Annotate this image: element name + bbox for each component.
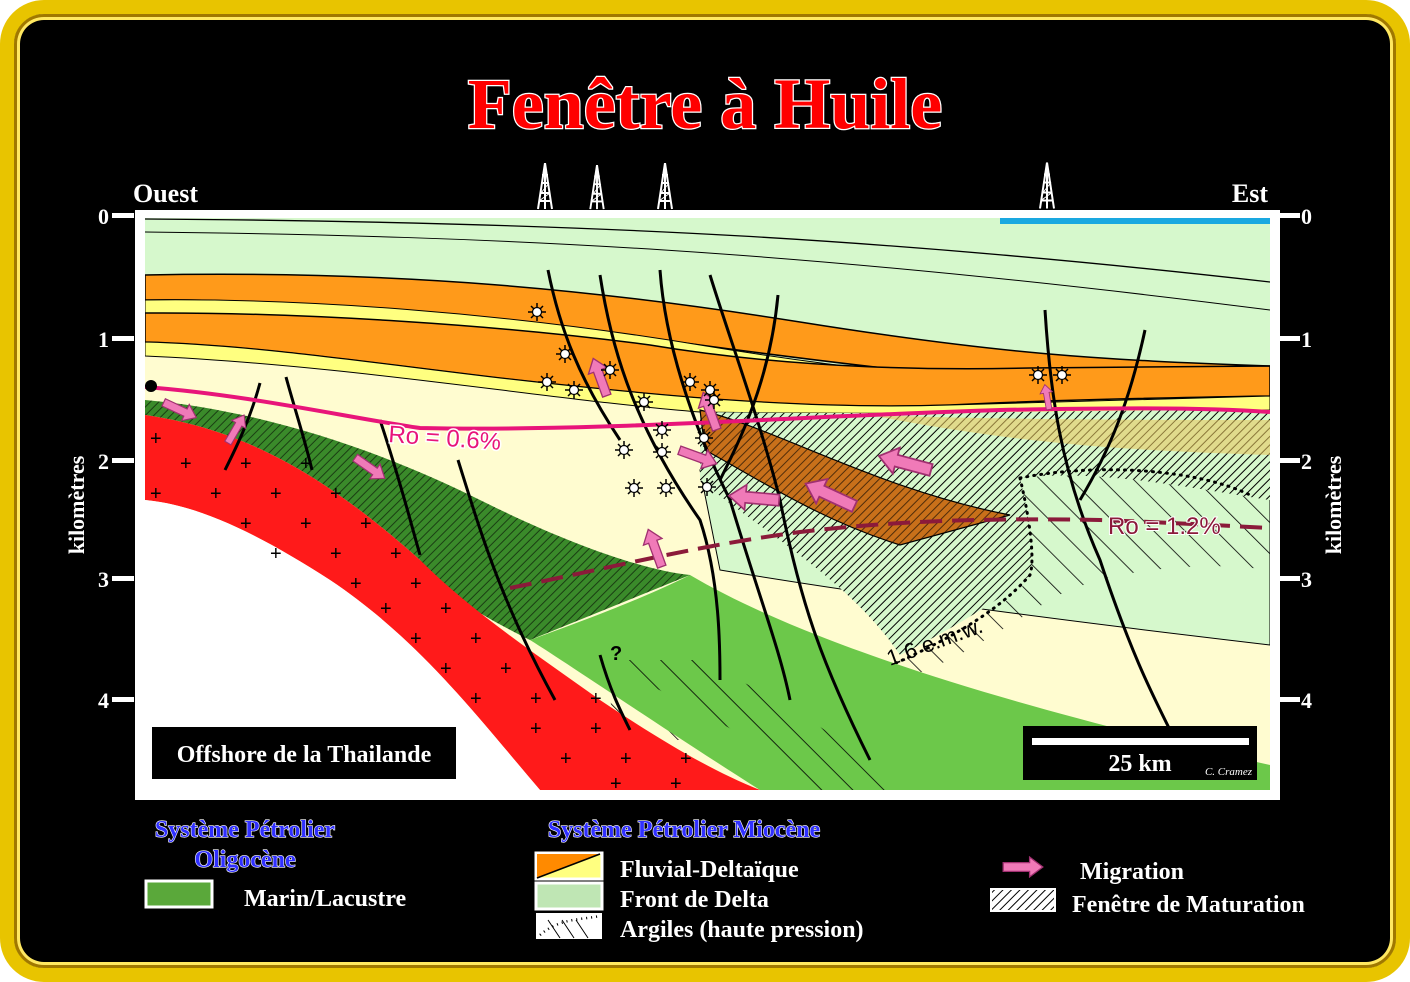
legend-label-marine: Marin/Lacustre: [244, 886, 407, 912]
svg-text:+: +: [620, 748, 632, 770]
scale-bar: [1032, 738, 1249, 745]
tick-label: 4: [1301, 688, 1312, 713]
svg-text:+: +: [270, 483, 282, 505]
legend: Système Pétrolier Oligocène Système Pétr…: [144, 816, 1305, 943]
tick-label: 3: [1301, 567, 1312, 592]
legend-label-migration: Migration: [1080, 859, 1184, 885]
tick-label: 3: [98, 567, 109, 592]
author-credit: C. Cramez: [1205, 766, 1253, 778]
svg-text:+: +: [150, 483, 162, 505]
legend-swatch-delta-front: [534, 881, 604, 911]
svg-text:+: +: [530, 688, 542, 710]
svg-text:+: +: [330, 543, 342, 565]
tick-label: 1: [1301, 327, 1312, 352]
tick-label: 1: [98, 327, 109, 352]
depth-tick-labels: 0 1 2 3 4 0 1 2 3 4: [98, 204, 1312, 713]
svg-text:+: +: [240, 513, 252, 535]
ro-0.6-line: [145, 385, 1270, 431]
oil-accumulations: [145, 302, 1072, 498]
svg-text:+: +: [150, 428, 162, 450]
svg-text:+: +: [410, 628, 422, 650]
axis-label-right: kilomètres: [1321, 455, 1346, 554]
legend-label-overpressure: Argiles (haute pression): [620, 917, 864, 943]
ro-1.2-label: Ro = 1.2%: [1108, 513, 1221, 540]
tick-label: 2: [1301, 449, 1312, 474]
legend-title-oligocene-2: Oligocène: [194, 847, 296, 873]
svg-text:+: +: [410, 573, 422, 595]
svg-text:+: +: [610, 773, 622, 795]
svg-text:+: +: [270, 543, 282, 565]
tick-label: 4: [98, 688, 109, 713]
svg-text:+: +: [300, 513, 312, 535]
scale-label: 25 km: [1108, 751, 1171, 777]
oil-seep-marker: [145, 380, 157, 392]
svg-text:+: +: [390, 543, 402, 565]
legend-swatch-marine: [144, 879, 214, 909]
svg-text:+: +: [180, 453, 192, 475]
legend-label-fluvial: Fluvial-Deltaïque: [620, 857, 799, 883]
east-label: Est: [1232, 179, 1268, 208]
legend-label-maturation: Fenêtre de Maturation: [1072, 892, 1305, 918]
legend-title-oligocene: Système Pétrolier: [155, 817, 335, 843]
svg-text:+: +: [560, 748, 572, 770]
svg-text:+: +: [680, 748, 692, 770]
derrick-icon: [589, 165, 605, 211]
tick-label: 0: [1301, 204, 1312, 229]
legend-swatch-fluvial: [534, 851, 604, 881]
tick-label: 2: [98, 449, 109, 474]
svg-text:+: +: [530, 718, 542, 740]
legend-migration-arrow-icon: [1002, 856, 1044, 878]
svg-text:+: +: [590, 718, 602, 740]
svg-text:+: +: [240, 453, 252, 475]
svg-text:+: +: [350, 573, 362, 595]
derrick-icon: [537, 163, 553, 210]
legend-title-miocene: Système Pétrolier Miocène: [548, 817, 821, 843]
svg-text:+: +: [470, 688, 482, 710]
svg-text:+: +: [440, 598, 452, 620]
location-box: [152, 727, 456, 779]
svg-text:+: +: [300, 453, 312, 475]
faults: [223, 269, 1172, 761]
svg-text:+: +: [330, 483, 342, 505]
tick-label: 0: [98, 204, 109, 229]
depth-axes: [112, 213, 1300, 702]
basement-crosses: + + + + + + + + + + + + + + + + + + + + + + + + + + + + + + + +: [150, 428, 692, 795]
cross-section: + + + + + + + + + + + + + + + + + + + + + + + + + + + + + + + +: [145, 218, 1270, 795]
svg-text:+: +: [470, 628, 482, 650]
svg-text:+: +: [440, 658, 452, 680]
svg-text:+: +: [380, 598, 392, 620]
svg-text:+: +: [500, 658, 512, 680]
ro-1.2-line: [509, 517, 1270, 590]
diagram-title: Fenêtre à Huile: [468, 64, 943, 144]
derrick-icon: [657, 163, 673, 210]
question-mark: ?: [610, 643, 622, 665]
legend-label-delta-front: Front de Delta: [620, 887, 769, 913]
axis-label-left: kilomètres: [64, 455, 89, 554]
west-label: Ouest: [133, 179, 198, 208]
basement-layer: [145, 415, 760, 790]
svg-text:+: +: [670, 773, 682, 795]
derrick-icon: [1038, 162, 1056, 210]
location-label: Offshore de la Thailande: [177, 742, 432, 768]
sea-layer: [1000, 218, 1270, 224]
svg-text:+: +: [590, 688, 602, 710]
svg-text:+: +: [210, 483, 222, 505]
svg-text:+: +: [360, 513, 372, 535]
legend-swatch-overpressure: [536, 913, 602, 939]
scale-box: [1023, 726, 1257, 780]
